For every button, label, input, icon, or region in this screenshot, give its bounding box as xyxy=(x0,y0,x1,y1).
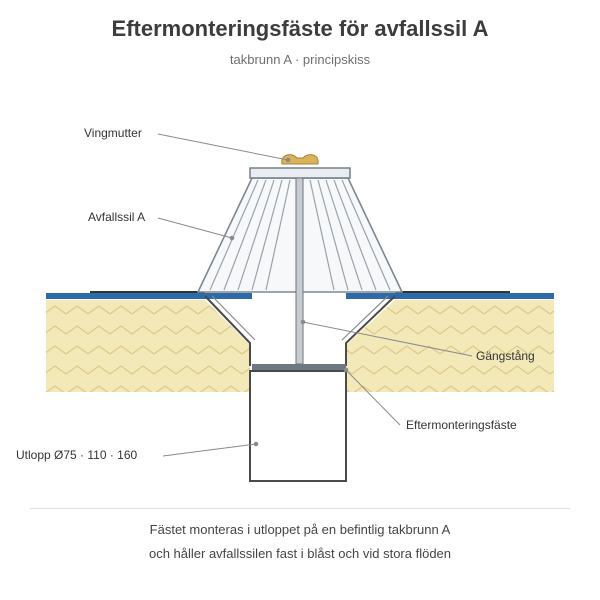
caption-line-2: och håller avfallssilen fast i blåst och… xyxy=(148,546,452,561)
callout-wing-nut: Vingmutter xyxy=(84,126,142,140)
callout-bracket: Eftermonteringsfäste xyxy=(406,418,517,432)
strainer-top-plate xyxy=(249,167,351,179)
callout-outlet: Utlopp Ø75 · 110 · 160 xyxy=(16,448,138,462)
retrofit-bracket xyxy=(252,364,346,371)
threaded-rod xyxy=(295,177,304,365)
page-title: Eftermonteringsfäste för avfallssil A xyxy=(111,16,489,41)
drain-body xyxy=(204,295,396,366)
insulation-left xyxy=(46,300,250,392)
roof-membrane-right xyxy=(346,293,554,299)
caption: Fästet monteras i utloppet på en befintl… xyxy=(0,518,600,566)
caption-divider xyxy=(30,508,570,509)
callout-leaders xyxy=(157,133,473,457)
wing-nut-icon xyxy=(281,154,319,165)
callout-strainer: Avfallssil A xyxy=(88,210,146,224)
insulation-right xyxy=(346,300,554,392)
caption-line-1: Fästet monteras i utloppet på en befintl… xyxy=(149,522,451,537)
callout-threaded-rod: Gängstång xyxy=(476,349,535,363)
roof-membrane-left xyxy=(46,293,252,299)
outlet-pipe xyxy=(249,370,347,482)
page-subtitle: takbrunn A · principskiss xyxy=(229,52,371,67)
drain-funnel xyxy=(211,295,389,341)
